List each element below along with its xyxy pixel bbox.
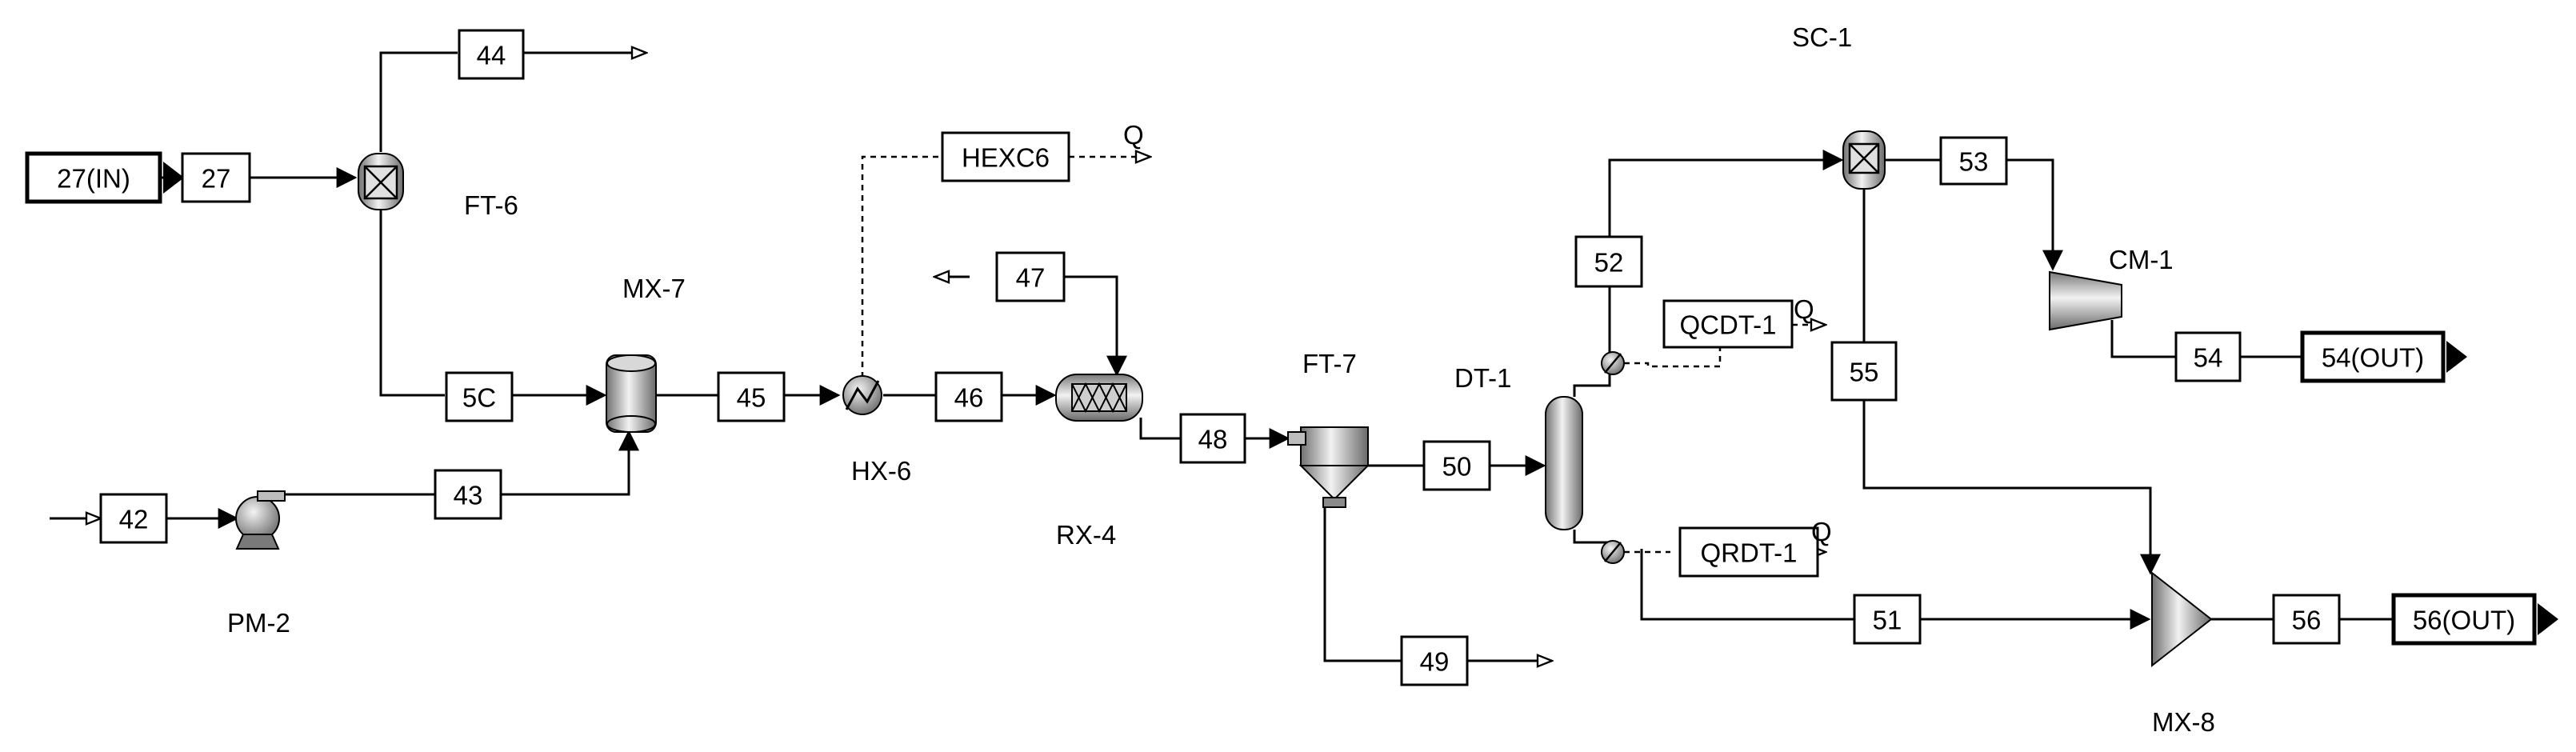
stream-box-51[interactable]: 51 [1853, 594, 1922, 645]
flash-drum-ft6[interactable] [358, 153, 404, 210]
svg-text:49: 49 [1420, 647, 1450, 677]
svg-text:43: 43 [454, 481, 483, 510]
stream-line-55b [1862, 400, 2161, 575]
distillation-column-dt1[interactable] [1545, 351, 1625, 564]
stream-box-49[interactable]: 49 [1400, 635, 1469, 686]
svg-text:47: 47 [1016, 263, 1046, 293]
pump-pm2[interactable] [235, 490, 286, 550]
svg-text:51: 51 [1873, 606, 1902, 635]
svg-text:QCDT-1: QCDT-1 [1679, 310, 1776, 340]
stream-box-56[interactable]: 56 [2272, 594, 2341, 645]
stream-line-49a [1323, 506, 1402, 662]
stream-line-52b [1608, 150, 1844, 237]
stream-box-47[interactable]: 47 [995, 251, 1066, 302]
unit-label-cm1: CM-1 [2109, 245, 2174, 274]
stream-line-53b [2006, 158, 2063, 271]
stream-line-43b [501, 430, 639, 496]
unit-label-ft6: FT-6 [464, 190, 518, 220]
stream-box-42[interactable]: 42 [99, 493, 168, 544]
svg-text:QRDT-1: QRDT-1 [1700, 538, 1797, 568]
heat-line-hexc6a [861, 155, 942, 378]
unit-label-pm2: PM-2 [227, 608, 290, 638]
reactor-rx4[interactable] [1055, 374, 1143, 422]
stream-box-43[interactable]: 43 [434, 469, 502, 520]
heat-q-qcdt1: Q [1794, 294, 1814, 324]
unit-label-sc1: SC-1 [1792, 22, 1852, 52]
compressor-cm1[interactable] [2049, 270, 2122, 331]
svg-text:45: 45 [737, 383, 766, 413]
stream-box-45[interactable]: 45 [717, 371, 786, 422]
stream-box-qcdt1[interactable]: QCDT-1 [1662, 299, 1794, 349]
stream-line-54a [2110, 320, 2176, 358]
stream-box-53[interactable]: 53 [1939, 136, 2008, 186]
unit-label-dt1: DT-1 [1454, 363, 1512, 393]
svg-text:56(OUT): 56(OUT) [2413, 606, 2515, 635]
svg-text:42: 42 [119, 505, 149, 534]
stream-line-48a [1139, 418, 1181, 440]
separator-sc1[interactable] [1842, 130, 1886, 190]
stream-line-44a [379, 51, 458, 152]
svg-text:5C: 5C [462, 383, 496, 413]
unit-label-mx8: MX-8 [2152, 707, 2215, 737]
svg-text:56: 56 [2292, 606, 2322, 635]
stream-box-52[interactable]: 52 [1574, 235, 1643, 288]
svg-text:53: 53 [1959, 147, 1989, 177]
mixer-tank-mx7[interactable] [606, 354, 657, 433]
stream-box-5c[interactable]: 5C [445, 371, 514, 422]
unit-label-hx6: HX-6 [851, 456, 911, 486]
svg-text:54(OUT): 54(OUT) [2322, 343, 2424, 373]
stream-box-hexc6[interactable]: HEXC6 [941, 131, 1070, 182]
stream-box-27[interactable]: 27 [181, 152, 251, 203]
svg-text:46: 46 [954, 383, 984, 413]
svg-text:52: 52 [1594, 248, 1624, 278]
stream-line-5c-a [379, 206, 445, 397]
port-27in[interactable]: 27(IN) [25, 151, 184, 204]
heat-line-qcdt1 [1624, 346, 1722, 368]
stream-box-46[interactable]: 46 [934, 371, 1003, 422]
stream-box-54[interactable]: 54 [2174, 331, 2242, 382]
port-54out[interactable]: 54(OUT) [2300, 330, 2467, 383]
svg-text:55: 55 [1850, 358, 1879, 387]
port-56out[interactable]: 56(OUT) [2391, 593, 2558, 646]
heat-q-hexc6: Q [1123, 120, 1144, 150]
stream-box-50[interactable]: 50 [1422, 440, 1491, 491]
svg-text:48: 48 [1198, 425, 1228, 454]
heater-hx6[interactable] [842, 375, 882, 415]
unit-label-mx7: MX-7 [622, 274, 686, 303]
unit-label-rx4: RX-4 [1056, 520, 1116, 550]
svg-text:50: 50 [1442, 452, 1472, 482]
heat-q-qrdt1: Q [1811, 517, 1832, 546]
unit-label-ft7: FT-7 [1302, 349, 1357, 378]
stream-line-51a [1640, 549, 1854, 621]
stream-box-qrdt1[interactable]: QRDT-1 [1678, 526, 1819, 578]
stream-box-44[interactable]: 44 [458, 29, 525, 80]
separator-ft7[interactable] [1287, 426, 1370, 508]
svg-text:27(IN): 27(IN) [57, 164, 130, 194]
svg-text:54: 54 [2194, 343, 2223, 373]
stream-box-55[interactable]: 55 [1830, 341, 1898, 402]
svg-text:44: 44 [477, 41, 506, 70]
stream-line-47b [1064, 275, 1127, 377]
mixer-mx8[interactable] [2151, 570, 2213, 668]
svg-text:HEXC6: HEXC6 [962, 143, 1050, 173]
svg-text:27: 27 [202, 164, 231, 194]
stream-box-48[interactable]: 48 [1179, 413, 1246, 464]
